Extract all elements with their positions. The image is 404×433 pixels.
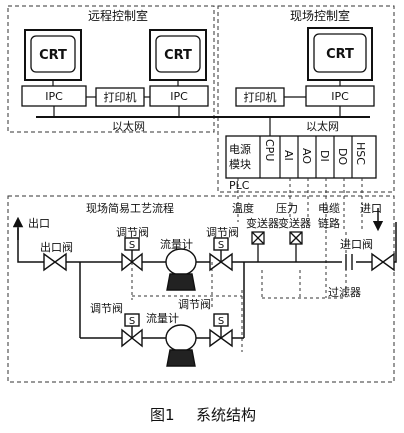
filter-symbol: [345, 254, 353, 270]
ipc-label-field: IPC: [331, 90, 349, 103]
plc-module-di: DI: [318, 150, 331, 162]
regulating-valve-top-left: [121, 237, 143, 272]
flowmeter-label-bottom: 流量计: [146, 311, 179, 325]
crt-monitor-field: CRT: [307, 27, 373, 81]
figure-number: 图1: [150, 406, 175, 424]
pressure-transmitter: [289, 231, 303, 262]
field-room-boundary: [217, 5, 395, 193]
crt-monitor-remote-right: CRT: [149, 29, 207, 81]
plc-power-module-line1: 电源: [229, 142, 251, 156]
plc-label: PLC: [229, 179, 250, 192]
pressure-transmitter-label-1: 压力: [276, 202, 298, 215]
temp-transmitter-label-1: 温度: [232, 201, 254, 215]
cable-label-2: 链路: [318, 216, 340, 230]
remote-room-label: 远程控制室: [88, 8, 148, 23]
plc-module-do: DO: [336, 148, 349, 165]
process-title: 现场简易工艺流程: [86, 201, 174, 215]
s-mark-bottom-left: S: [129, 316, 135, 327]
inlet-valve: [371, 252, 395, 272]
crt-label-field: CRT: [326, 47, 354, 62]
ethernet-label-remote: 以太网: [112, 120, 145, 133]
outlet-valve: [43, 252, 67, 272]
temperature-transmitter: [251, 231, 265, 262]
plc-rack: [225, 135, 377, 179]
plc-module-ai: AI: [282, 150, 295, 161]
printer-label-remote: 打印机: [104, 90, 137, 104]
plc-module-hsc: HSC: [354, 142, 367, 165]
remote-room-boundary: [7, 5, 215, 133]
temp-transmitter-label-2: 变送器: [246, 216, 279, 230]
ipc-label-remote-right: IPC: [170, 90, 188, 103]
reg-valve-label-bottom-left: 调节阀: [90, 301, 123, 315]
outlet-label: 出口: [28, 216, 50, 230]
figure-title: 系统结构: [196, 406, 256, 424]
process-area-boundary: [7, 195, 395, 383]
regulating-valve-bottom-left: [121, 313, 143, 348]
printer-label-field: 打印机: [244, 90, 277, 104]
pressure-transmitter-label-2: 变送器: [278, 216, 311, 230]
inlet-label: 进口: [360, 202, 382, 215]
regulating-valve-top-right: [209, 237, 233, 272]
plc-module-ao: AO: [300, 148, 313, 164]
crt-label-left: CRT: [39, 48, 67, 63]
ethernet-label-field: 以太网: [306, 120, 339, 133]
field-room-label: 现场控制室: [290, 8, 350, 23]
ipc-label-left: IPC: [45, 90, 63, 103]
regulating-valve-bottom-right: [209, 313, 233, 348]
reg-valve-label-top-right: 调节阀: [206, 225, 239, 239]
flowmeter-top: [165, 248, 197, 291]
flowmeter-bottom: [165, 324, 197, 367]
cable-label-1: 电缆: [318, 202, 340, 215]
plc-power-module-line2: 模块: [229, 158, 251, 171]
crt-label-remote-right: CRT: [164, 48, 192, 63]
inlet-valve-label: 进口阀: [340, 237, 373, 251]
reg-valve-label-bottom-right: 调节阀: [178, 297, 211, 311]
filter-label: 过滤器: [328, 286, 361, 299]
s-mark-top-right: S: [218, 240, 224, 251]
crt-monitor-left: CRT: [24, 29, 82, 81]
flowmeter-label-top: 流量计: [160, 237, 193, 251]
outlet-valve-label: 出口阀: [40, 240, 73, 254]
reg-valve-label-top-left: 调节阀: [116, 225, 149, 239]
s-mark-top-left: S: [129, 240, 135, 251]
plc-cpu-module: CPU: [263, 139, 276, 161]
s-mark-bottom-right: S: [218, 316, 224, 327]
